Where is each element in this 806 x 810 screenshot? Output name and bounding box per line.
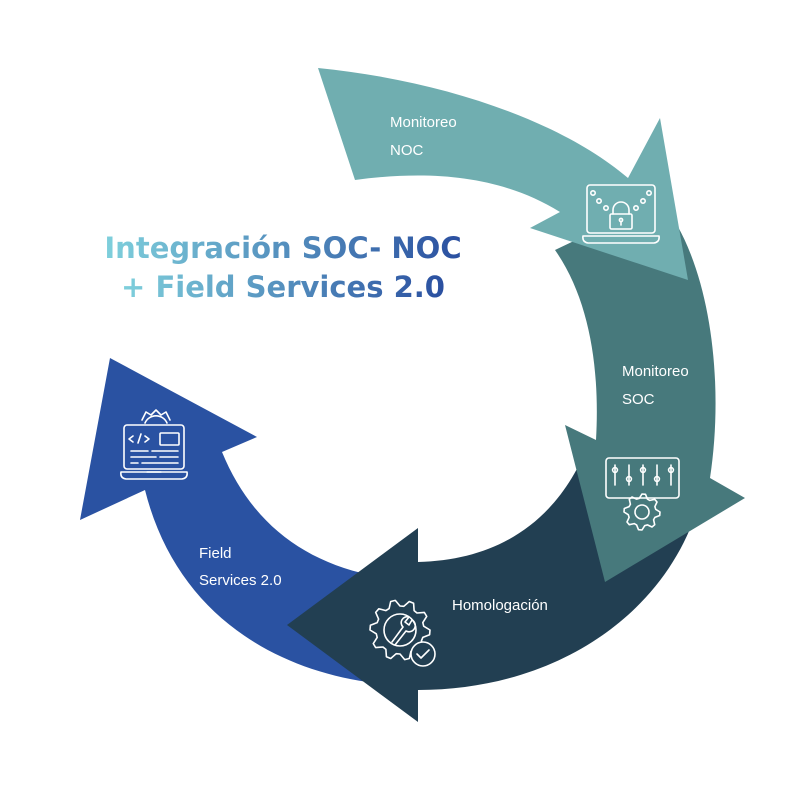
label-homologacion: Homologación — [452, 597, 548, 614]
label-monitoreo-noc-1: Monitoreo — [390, 114, 457, 131]
arrow-monitoreo-noc — [318, 68, 688, 280]
title-line-2: + Field Services 2.0 — [121, 270, 445, 304]
label-monitoreo-soc-1: Monitoreo — [622, 363, 689, 380]
arrow-field-services — [80, 358, 375, 683]
label-monitoreo-soc-2: SOC — [622, 391, 655, 408]
laptop-lock-icon — [582, 184, 660, 244]
gear-wrench-check-icon — [369, 599, 436, 667]
label-field-services-2: Services 2.0 — [199, 572, 282, 589]
arrow-monitoreo-soc — [555, 200, 745, 582]
title-line-1: Integración SOC- NOC — [104, 231, 461, 265]
label-field-services-1: Field — [199, 545, 232, 562]
label-monitoreo-noc-2: NOC — [390, 142, 424, 159]
laptop-code-gear-icon — [120, 409, 188, 480]
sliders-gear-icon — [605, 457, 680, 531]
